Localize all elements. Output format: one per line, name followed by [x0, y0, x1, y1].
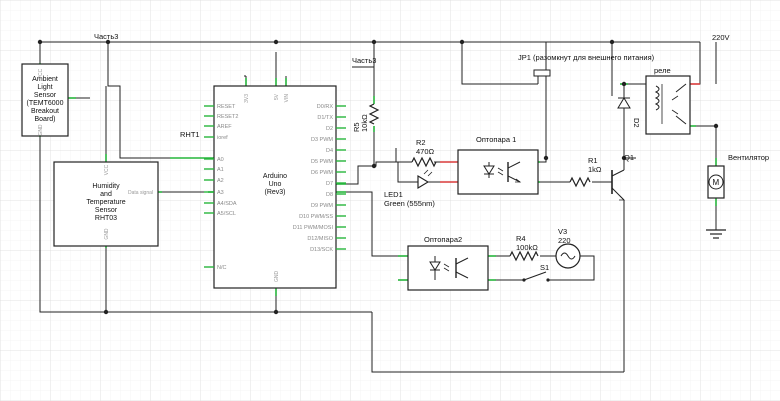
arduino-right-pin-label: D2 [326, 126, 333, 132]
humidity-sensor[interactable]: Humidity and Temperature Sensor RHT03 Da… [53, 161, 159, 247]
arduino-right-pin-label: D3 PWM [311, 137, 333, 143]
arduino-right-pin-label: D6 PWM [311, 170, 333, 176]
component-labels: Часть3 Часть3 JP1 (разомкнут для внешнег… [94, 32, 769, 272]
pin-stubs-red [440, 83, 700, 183]
arduino-gnd-pin-label: GND [274, 271, 280, 283]
arduino-right-pin-label: D13/SCK [310, 247, 333, 253]
r2-label: R2 [416, 138, 426, 147]
resistor-r2[interactable] [411, 156, 437, 168]
v3v3-pin-label: 3V3 [244, 94, 250, 103]
humidity-label-line: and [100, 191, 112, 198]
arduino-right-pin-label: D7 [326, 181, 333, 187]
diode-d2[interactable] [617, 96, 631, 110]
arduino-left-pin-label: A2 [217, 178, 224, 184]
fan-motor[interactable]: M [707, 165, 725, 199]
led1-label: LED1 [384, 190, 403, 199]
optocoupler-1[interactable] [457, 149, 539, 195]
ambient-label-line: Ambient [32, 76, 58, 83]
humidity-label-line: Humidity [92, 183, 120, 190]
arduino-left-pin-label: A5/SCL [217, 211, 236, 217]
ambient-label-line: (TEMT6000 [27, 100, 64, 107]
motor-m-glyph: M [713, 178, 720, 187]
r4-label: R4 [516, 234, 526, 243]
transistor-q1[interactable] [611, 169, 625, 201]
arduino-left-pin-label: RESET [217, 104, 236, 110]
arduino-left-pin-label: RESET2 [217, 114, 238, 120]
humidity-label-line: Temperature [86, 199, 125, 206]
arduino-left-pin-label: A0 [217, 157, 224, 163]
arduino-left-pin-label: N/C [217, 265, 227, 271]
arduino-left-pin-label: A4/SDA [217, 201, 237, 207]
gnd-pin-label: GND [38, 124, 44, 136]
r4-value: 100kΩ [516, 243, 538, 252]
arduino-right-pin-label: D12/MISO [307, 236, 333, 242]
v3-value: 220 [558, 236, 571, 245]
v220-label: 220V [712, 33, 730, 42]
optocoupler-2[interactable] [407, 245, 489, 291]
rht1-label: RHT1 [180, 130, 200, 139]
arduino-left-pin-label: AREF [217, 124, 232, 130]
led1-value: Green (555nm) [384, 199, 435, 208]
ventilator-label: Вентилятор [728, 153, 769, 162]
arduino-right-pin-label: D10 PWM/SS [299, 214, 333, 220]
relay[interactable] [645, 75, 691, 135]
chast3-mid-label: Часть3 [352, 56, 376, 65]
led1[interactable] [410, 169, 434, 189]
jp1-label: JP1 (разомкнут для внешнего питания) [518, 53, 655, 62]
humidity-label-line: RHT03 [95, 215, 117, 222]
resistor-r1[interactable] [569, 176, 591, 188]
ground-symbol [706, 229, 726, 239]
arduino-label-line: (Rev3) [264, 189, 285, 196]
ambient-light-sensor[interactable]: Ambient Light Sensor (TEMT6000 Breakout … [21, 63, 69, 137]
jumper-jp1[interactable] [533, 69, 551, 84]
vin-pin-label: VIN [284, 94, 290, 103]
arduino-right-pin-label: D8 [326, 192, 333, 198]
gnd-pin-label: GND [104, 228, 110, 240]
arduino-right-pin-label: D5 PWM [311, 159, 333, 165]
ambient-label-line: Sensor [34, 92, 57, 99]
arduino-left-pin-label: A1 [217, 167, 224, 173]
arduino-label-line: Uno [269, 181, 282, 188]
arduino-right-pin-label: D11 PWM/MOSI [293, 225, 334, 231]
arduino-right-pin-label: D1/TX [317, 115, 333, 121]
vcc-pin-label: VCC [38, 68, 44, 79]
v3-label: V3 [558, 227, 567, 236]
data-signal-pin-label: Data signal [128, 190, 153, 196]
switch-s1[interactable] [522, 271, 550, 282]
ambient-label-line: Light [37, 84, 52, 91]
arduino-right-pin-label: D9 PWM [311, 203, 333, 209]
ambient-label-line: Board) [34, 116, 55, 123]
vcc-pin-label: VCC [104, 164, 110, 175]
humidity-label-line: Sensor [95, 207, 118, 214]
d2-label: D2 [632, 118, 641, 128]
r2-value: 470Ω [416, 147, 435, 156]
s1-label: S1 [540, 263, 549, 272]
q1-label: Q1 [624, 153, 634, 162]
arduino-left-pin-label: A3 [217, 190, 224, 196]
resistor-r5[interactable] [368, 103, 380, 125]
opto1-label: Оптопара 1 [476, 135, 516, 144]
v5-pin-label: 5V [274, 93, 280, 100]
r5-value: 10kΩ [360, 114, 369, 132]
arduino-right-pin-label: D0/RX [317, 104, 334, 110]
arduino-label-line: Arduino [263, 173, 287, 180]
arduino-right-pin-label: D4 [326, 148, 333, 154]
ambient-label-line: Breakout [31, 108, 59, 115]
r1-value: 1kΩ [588, 165, 602, 174]
junctions [37, 39, 719, 315]
resistor-r4[interactable] [509, 250, 539, 262]
opto2-label: Оптопара2 [424, 235, 462, 244]
r1-label: R1 [588, 156, 598, 165]
chast3-top-label: Часть3 [94, 32, 118, 41]
ac-source-v3[interactable] [555, 243, 581, 269]
arduino-left-pin-label: ioref [217, 135, 228, 141]
relay-label: реле [654, 66, 671, 75]
r5-label: R5 [352, 122, 361, 132]
